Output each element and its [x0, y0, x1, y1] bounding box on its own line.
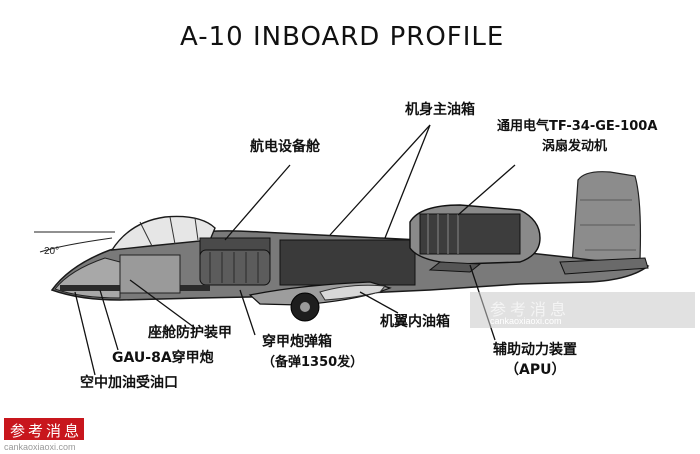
label-apu-line1: 辅助动力装置 — [493, 342, 577, 358]
diagram-title: A-10 INBOARD PROFILE — [180, 22, 505, 52]
cockpit-armor-tub — [119, 254, 181, 294]
label-ammo-line1: 穿甲炮弹箱 — [262, 334, 332, 350]
label-fuselage-fuel: 机身主油箱 — [405, 102, 475, 118]
main-wheel-hub — [300, 302, 310, 312]
vertical-stabilizer — [571, 171, 642, 273]
label-apu-line2: （APU） — [505, 362, 566, 378]
ammo-drum-ribs — [209, 252, 259, 283]
label-gun: GAU-8A穿甲炮 — [112, 350, 214, 366]
label-wing-fuel: 机翼内油箱 — [380, 314, 450, 330]
watermark-logo: 参考消息 — [4, 418, 84, 440]
wing-fuel-tank — [319, 284, 386, 301]
engine-fan-lines — [427, 214, 459, 254]
engine-pylon — [428, 261, 482, 273]
stabilizer-detail — [580, 199, 636, 251]
leader-lines — [74, 124, 516, 376]
engine-core — [419, 213, 521, 255]
label-ammo-line2: （备弹1350发） — [262, 355, 364, 370]
label-engine-line2: 涡扇发动机 — [542, 139, 608, 154]
horizontal-stabilizer — [559, 257, 649, 275]
canopy — [110, 215, 216, 251]
watermark-logo-site: cankaoxiaoxi.com — [4, 442, 76, 452]
watermark-band-site: cankaoxiaoxi.com — [490, 316, 562, 326]
ammo-drum — [199, 249, 271, 286]
angle-marker — [34, 231, 115, 253]
fuselage-fuel-tank — [279, 239, 416, 286]
watermark-logo-text: 参考消息 — [10, 423, 83, 440]
label-refuel: 空中加油受油口 — [80, 375, 178, 391]
label-cockpit-armor: 座舱防护装甲 — [148, 325, 232, 341]
canopy-frame — [139, 216, 199, 247]
label-avionics: 航电设备舱 — [250, 139, 320, 155]
watermark-band — [470, 292, 695, 328]
watermark-band-text: 参考消息 — [490, 302, 571, 319]
angle-label: 20° — [44, 246, 60, 257]
label-engine-line1: 通用电气TF-34-GE-100A — [497, 119, 658, 134]
